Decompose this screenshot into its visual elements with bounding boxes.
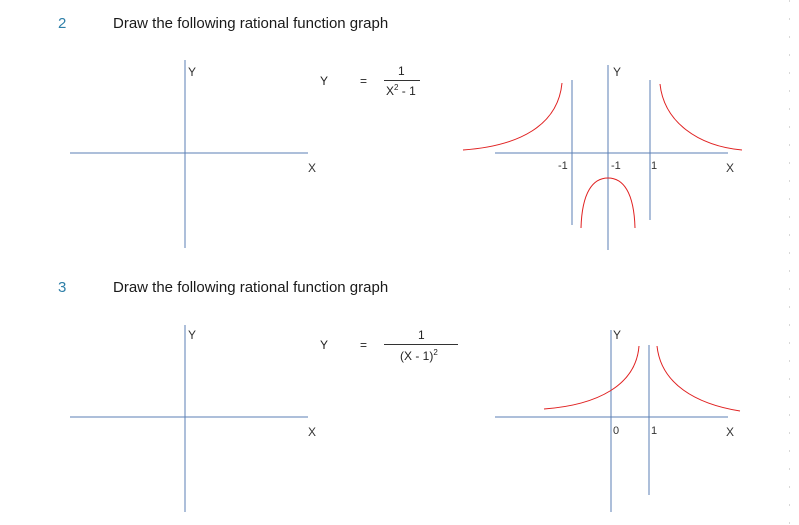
equation-lhs: Y xyxy=(320,338,329,352)
equation-numerator: 1 xyxy=(398,64,405,78)
curve-middle-branch xyxy=(580,177,636,229)
equation-equals: = xyxy=(360,74,368,88)
denominator-exponent: 2 xyxy=(433,348,438,357)
tick-label: -1 xyxy=(611,160,621,172)
tick-label: 1 xyxy=(651,160,658,172)
curve-right-branch xyxy=(659,83,743,151)
denominator-base: (X - 1) xyxy=(400,349,434,363)
question-prompt: Draw the following rational function gra… xyxy=(113,279,389,296)
denominator-rest: - 1 xyxy=(398,84,416,98)
y-axis-label: Y xyxy=(188,65,197,79)
equation-lhs: Y xyxy=(320,74,329,88)
y-axis-label: Y xyxy=(188,328,197,342)
question-number: 2 xyxy=(58,15,67,32)
tick-label: 1 xyxy=(651,425,658,437)
question-prompt: Draw the following rational function gra… xyxy=(113,15,389,32)
fraction-bar xyxy=(384,344,458,345)
curve-right-branch xyxy=(656,345,741,412)
curve-left-branch xyxy=(543,345,640,410)
denominator-base: X xyxy=(386,84,395,98)
tick-label: -1 xyxy=(558,160,568,172)
equation-denominator: X2 - 1 xyxy=(386,83,416,98)
y-axis-label: Y xyxy=(613,328,622,342)
y-axis-label: Y xyxy=(613,65,622,79)
tick-label: 0 xyxy=(613,425,620,437)
fraction-bar xyxy=(384,80,420,81)
equation-denominator: (X - 1)2 xyxy=(400,348,438,363)
x-axis-label: X xyxy=(726,425,735,439)
x-axis-label: X xyxy=(308,425,317,439)
equation-equals: = xyxy=(360,338,368,352)
x-axis-label: X xyxy=(308,161,317,175)
page-edge-divider xyxy=(789,0,790,525)
x-axis-label: X xyxy=(726,161,735,175)
denominator-exponent: 2 xyxy=(394,83,399,92)
curve-left-branch xyxy=(462,82,563,151)
equation-numerator: 1 xyxy=(418,328,425,342)
question-number: 3 xyxy=(58,279,67,296)
